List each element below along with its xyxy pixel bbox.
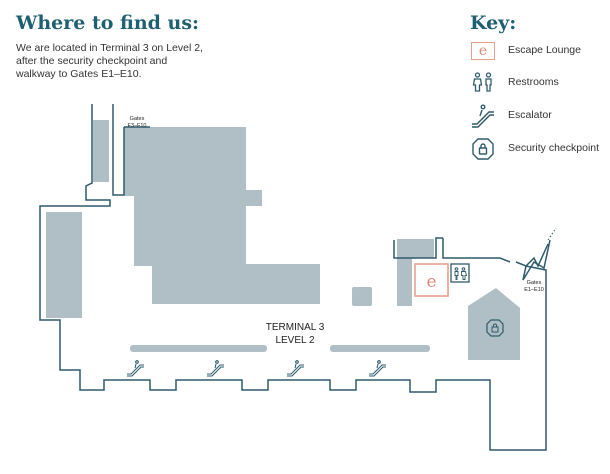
block-north-east (397, 239, 434, 306)
location-description: We are located in Terminal 3 on Level 2,… (16, 42, 236, 81)
terminal-label-line-1: TERMINAL 3 (266, 322, 325, 333)
walkway-bar-right (330, 345, 430, 352)
escape-lounge-letter: e (471, 42, 495, 60)
escape-lounge-icon: e (470, 38, 496, 64)
key-item-restrooms: Restrooms (470, 70, 610, 96)
intro-line-3: walkway to Gates E1–E10. (16, 68, 142, 80)
key-title: Key: (470, 12, 517, 34)
outline-gate-e-upper (515, 243, 549, 268)
gates-e-label-line-2: E1–E10 (524, 287, 544, 293)
intro-line-1: We are located in Terminal 3 on Level 2, (16, 42, 203, 54)
key-item-security-checkpoint: Security checkpoint (470, 136, 610, 162)
dotted-gate-e (547, 227, 557, 241)
escalator-map-icon-2 (207, 360, 224, 377)
escape-lounge-map-letter: e (426, 272, 436, 292)
outline-main (39, 104, 551, 451)
security-checkpoint-icon (470, 136, 496, 162)
outline-east-top (393, 237, 443, 259)
key-item-escalator: Escalator (470, 103, 610, 129)
key-label-escape-lounge: Escape Lounge (508, 44, 581, 56)
walkway-bar-left (130, 345, 267, 352)
key-label-security-checkpoint: Security checkpoint (508, 142, 600, 154)
dotted-boundaries (91, 104, 557, 241)
key-item-escape-lounge: e Escape Lounge (470, 38, 610, 64)
security-checkpoint-map-icon (486, 319, 504, 337)
outline-east-upper (442, 238, 511, 263)
escape-lounge-location (414, 263, 449, 297)
terminal-label-line-2: LEVEL 2 (275, 335, 315, 346)
gates-f-label-line-1: Gates (130, 116, 145, 122)
escalator-map-icons (127, 360, 386, 377)
block-left-wing-extension (60, 212, 82, 318)
escalator-icon (470, 103, 496, 129)
restrooms-icon (470, 70, 496, 96)
escalator-map-icon-1 (127, 360, 144, 377)
outline-pier-right (112, 104, 125, 196)
escalator-map-icon-3 (287, 360, 304, 377)
page-title: Where to find us: (16, 12, 200, 34)
key-label-escalator: Escalator (508, 109, 552, 121)
terminal-outline (39, 104, 551, 451)
key-label-restrooms: Restrooms (508, 76, 559, 88)
escalator-map-icon-4 (369, 360, 386, 377)
block-gate-pier-f (93, 120, 109, 182)
block-small-square (352, 287, 372, 306)
gates-f-label-line-2: F3–F10 (128, 123, 147, 129)
restrooms-map-icon (450, 263, 470, 283)
block-main-hall (124, 127, 320, 304)
gates-e-label-line-1: Gates (527, 280, 542, 286)
building-blocks (46, 120, 520, 360)
intro-line-2: after the security checkpoint and (16, 55, 168, 67)
